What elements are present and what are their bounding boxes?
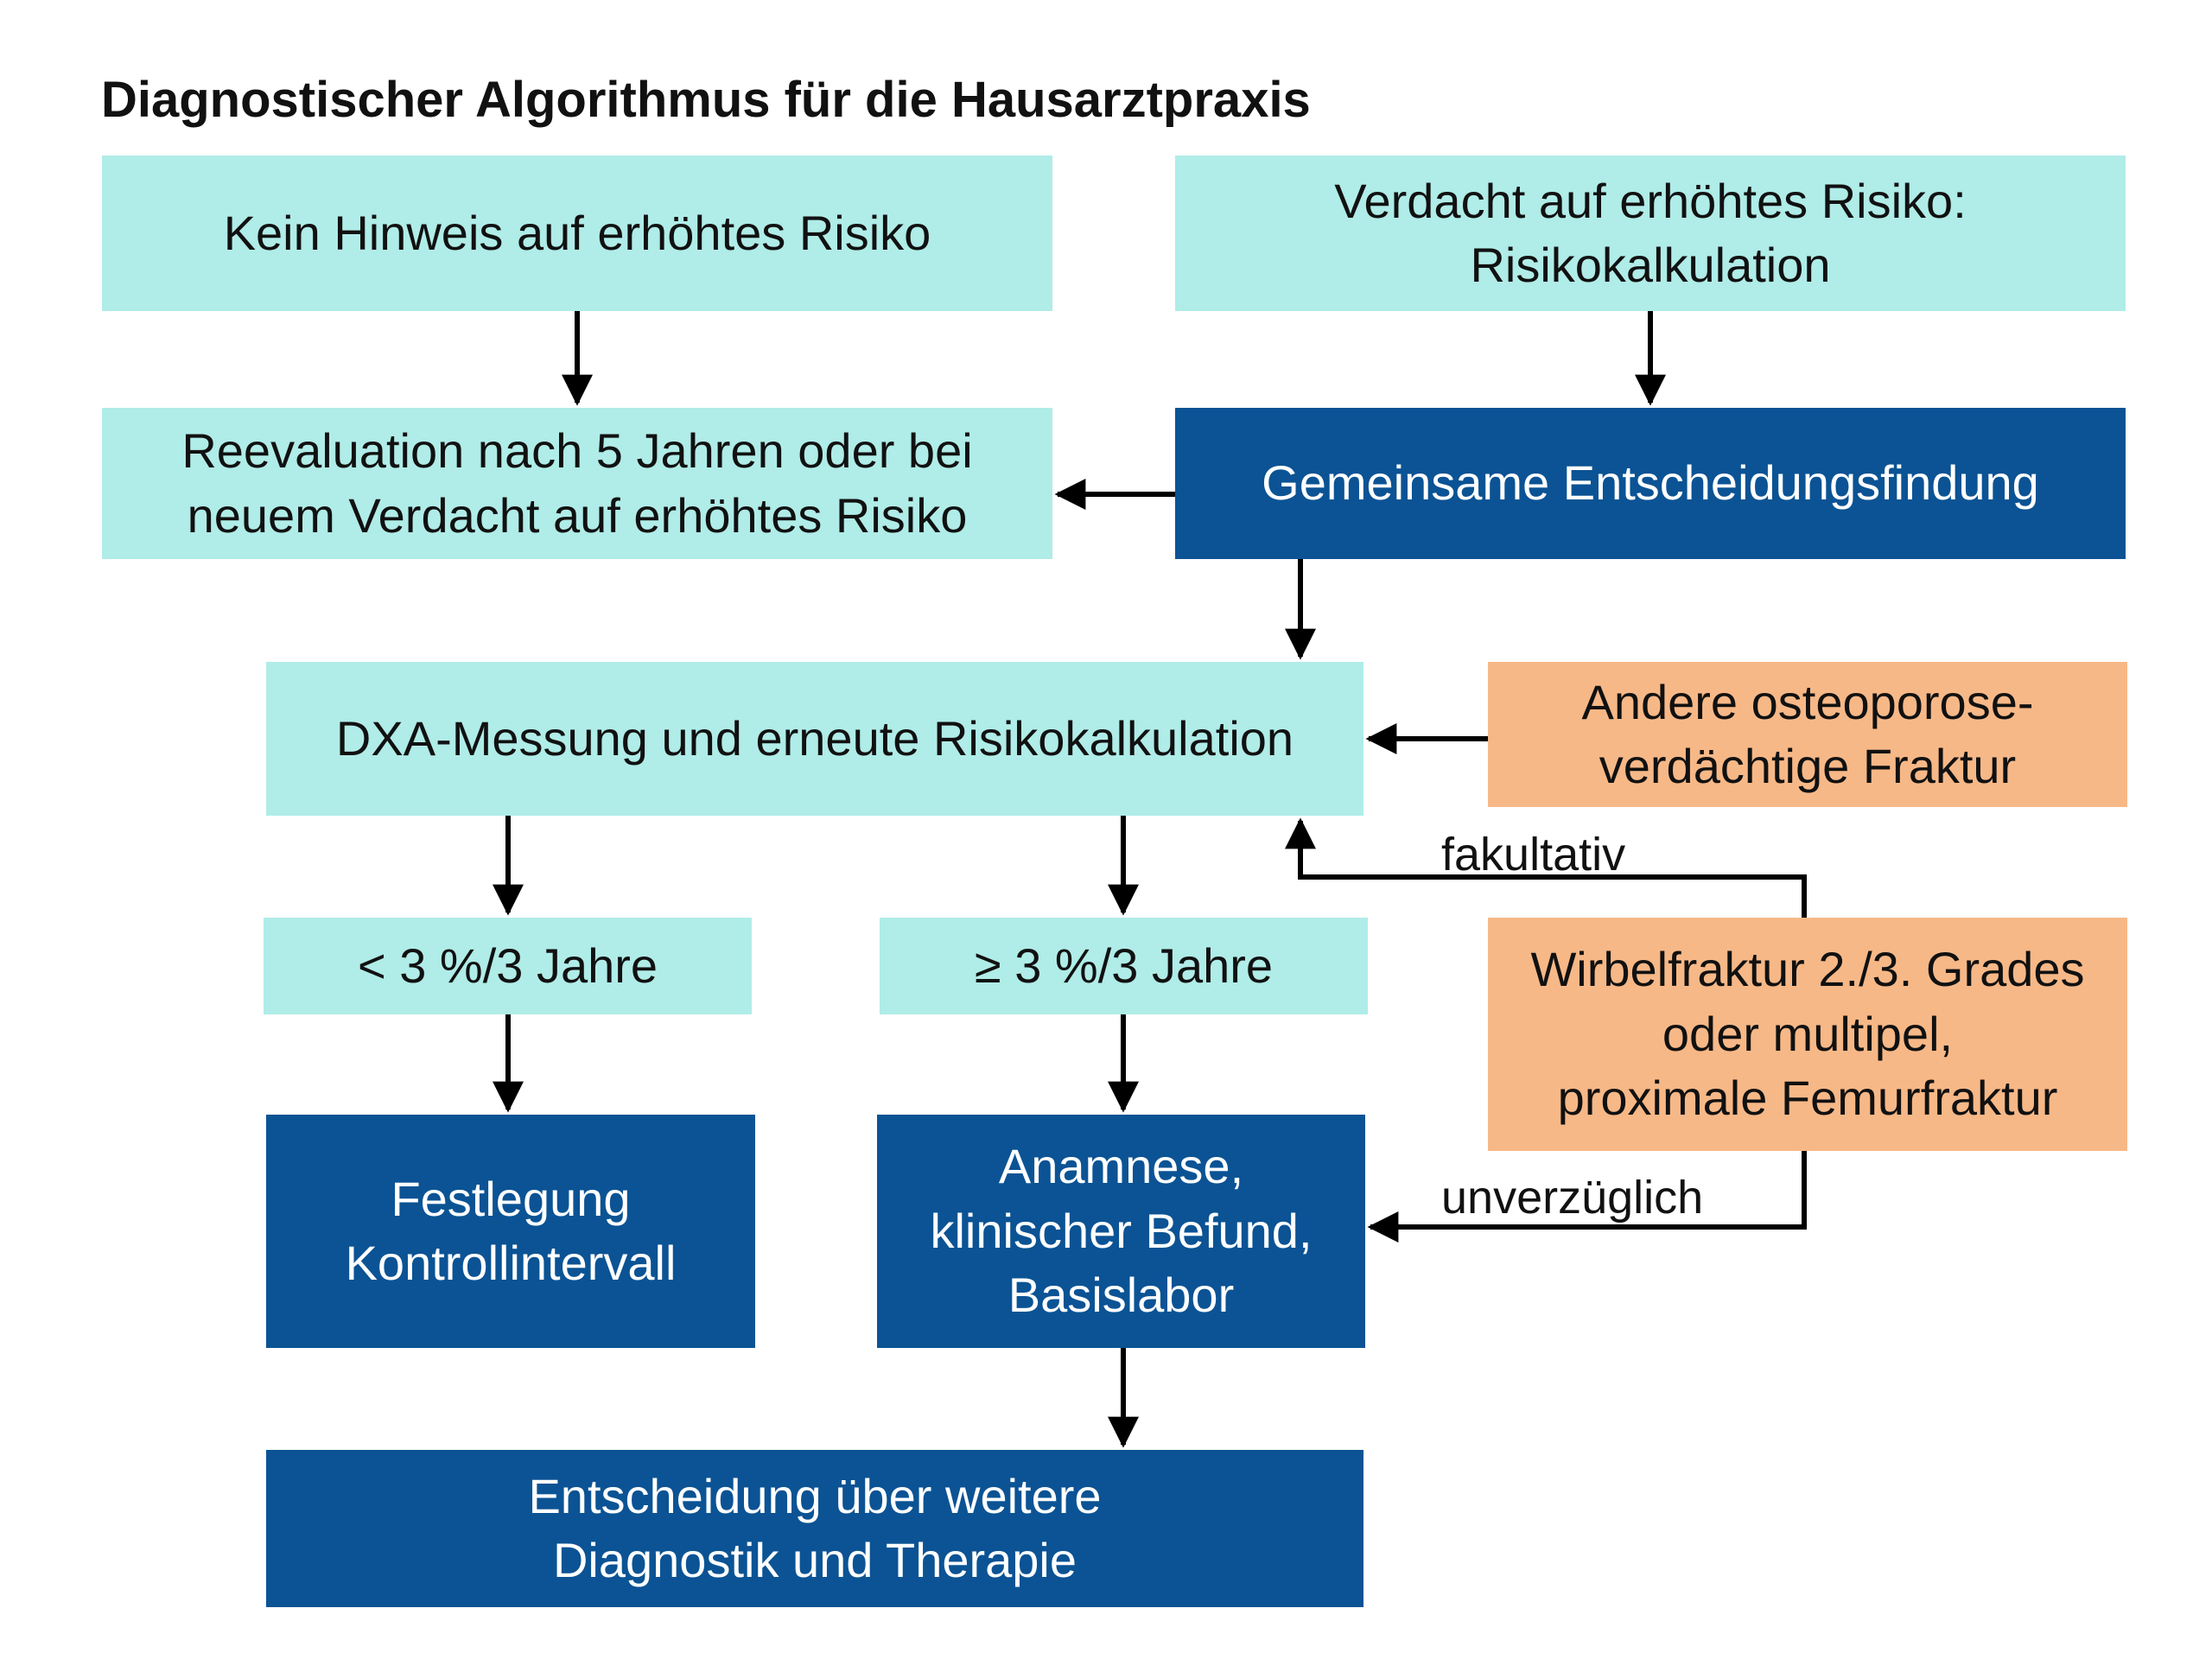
- edge-label-immediate: unverzüglich: [1441, 1172, 1704, 1224]
- node-dxa: DXA-Messung und erneute Risikokalkulatio…: [266, 662, 1363, 816]
- node-vertebral-fracture-line-1: Wirbelfraktur 2./3. Grades: [1530, 942, 2085, 997]
- arrow-vertebral-optional-to-dxa: [1285, 817, 1807, 918]
- node-decision-line-2: Diagnostik und Therapie: [552, 1533, 1077, 1587]
- node-dxa-line-1: DXA-Messung und erneute Risikokalkulatio…: [335, 710, 1294, 766]
- node-decision-line-1: Entscheidung über weitere: [528, 1468, 1102, 1523]
- node-control-interval-line-2: Kontrollintervall: [345, 1236, 677, 1290]
- node-high-risk: ≥ 3 %/3 Jahre: [880, 918, 1368, 1014]
- node-anamnesis-line-2: klinischer Befund,: [930, 1203, 1313, 1258]
- node-vertebral-fracture-line-2: oder multipel,: [1662, 1006, 1954, 1061]
- node-anamnesis-line-3: Basislabor: [1007, 1268, 1235, 1323]
- node-decision: Entscheidung über weitere Diagnostik und…: [266, 1450, 1363, 1607]
- node-control-interval: Festlegung Kontrollintervall: [266, 1115, 755, 1348]
- edge-label-optional: fakultativ: [1441, 829, 1626, 880]
- node-anamnesis: Anamnese, klinischer Befund, Basislabor: [877, 1115, 1365, 1348]
- node-other-fracture-line-1: Andere osteoporose-: [1581, 674, 2034, 729]
- node-control-interval-line-1: Festlegung: [391, 1171, 631, 1226]
- node-reevaluation-line-2: neuem Verdacht auf erhöhtes Risiko: [187, 487, 968, 543]
- node-vertebral-fracture-line-3: proximale Femurfraktur: [1557, 1071, 2058, 1126]
- node-vertebral-fracture: Wirbelfraktur 2./3. Grades oder multipel…: [1488, 918, 2127, 1151]
- node-anamnesis-line-1: Anamnese,: [998, 1139, 1244, 1194]
- node-suspected-risk-line-2: Risikokalkulation: [1470, 238, 1831, 292]
- node-no-risk: Kein Hinweis auf erhöhtes Risiko: [102, 156, 1052, 311]
- node-low-risk: < 3 %/3 Jahre: [264, 918, 752, 1014]
- diagram-title: Diagnostischer Algorithmus für die Hausa…: [101, 72, 1311, 128]
- node-reevaluation: Reevaluation nach 5 Jahren oder bei neue…: [102, 408, 1052, 559]
- node-other-fracture: Andere osteoporose- verdächtige Fraktur: [1488, 662, 2127, 807]
- node-suspected-risk: Verdacht auf erhöhtes Risiko: Risikokalk…: [1175, 156, 2126, 311]
- arrow-vertebral-immediate-to-anamnesis: [1367, 1151, 1807, 1243]
- node-suspected-risk-line-1: Verdacht auf erhöhtes Risiko:: [1334, 173, 1967, 228]
- node-low-risk-line-1: < 3 %/3 Jahre: [357, 938, 658, 993]
- node-shared-decision: Gemeinsame Entscheidungsfindung: [1175, 408, 2126, 559]
- node-shared-decision-line-1: Gemeinsame Entscheidungsfindung: [1262, 455, 2039, 511]
- node-no-risk-line-1: Kein Hinweis auf erhöhtes Risiko: [223, 205, 931, 260]
- node-other-fracture-line-2: verdächtige Fraktur: [1599, 739, 2017, 793]
- node-reevaluation-line-1: Reevaluation nach 5 Jahren oder bei: [181, 423, 973, 479]
- node-high-risk-line-1: ≥ 3 %/3 Jahre: [974, 938, 1274, 993]
